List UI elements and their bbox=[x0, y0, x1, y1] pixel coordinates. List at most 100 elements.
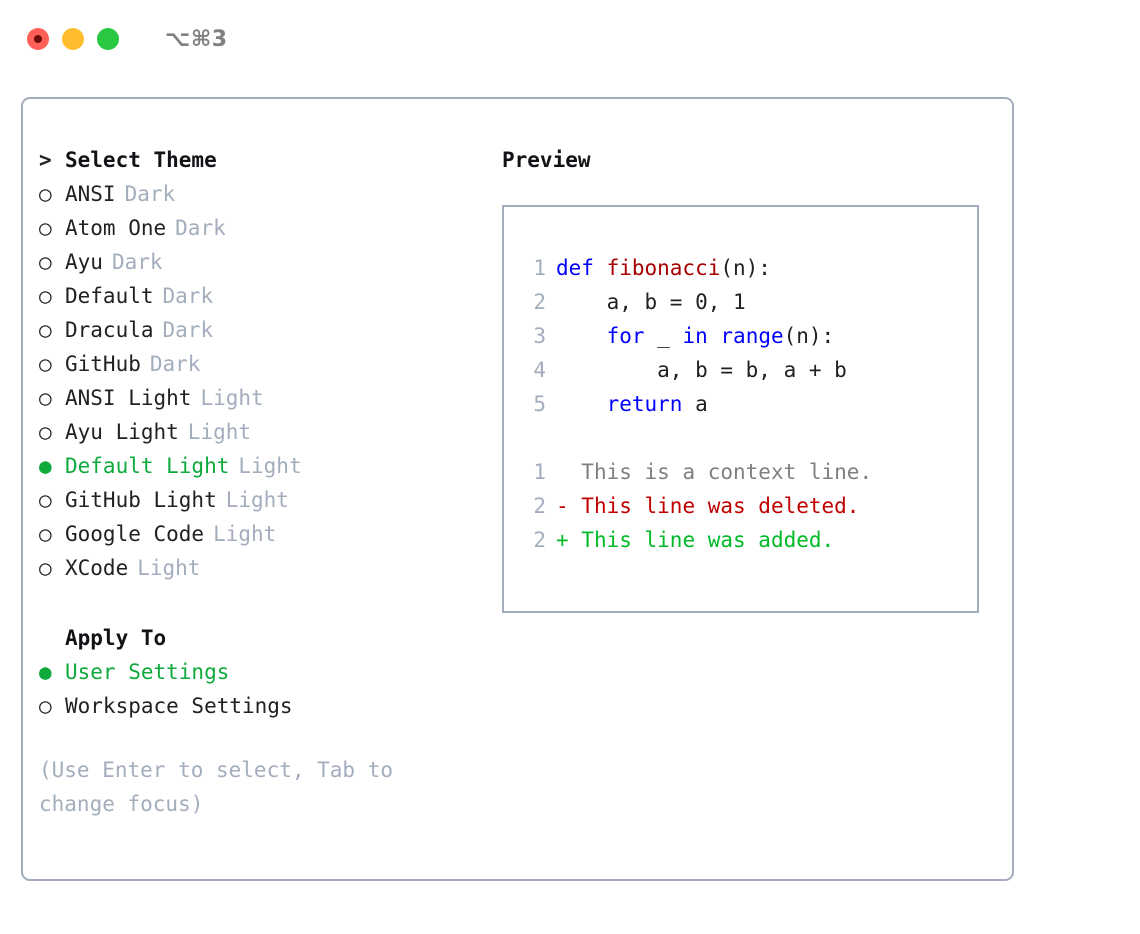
theme-variant-tag: Dark bbox=[162, 318, 214, 342]
apply-to-label: Workspace Settings bbox=[65, 694, 293, 718]
theme-name-label: ANSI Light bbox=[65, 386, 192, 410]
radio-unselected-icon: ○ bbox=[39, 318, 52, 342]
code-token: _ bbox=[644, 324, 683, 348]
title-bar: ⌥⌘3 bbox=[0, 0, 1140, 78]
focus-caret-icon: > bbox=[39, 148, 52, 172]
apply-to-list-item[interactable]: ● User Settings bbox=[39, 655, 469, 689]
section-spacer bbox=[39, 585, 469, 621]
minimize-button[interactable] bbox=[62, 28, 84, 50]
diff-text: This line was deleted. bbox=[581, 494, 860, 518]
radio-selected-icon: ● bbox=[39, 454, 52, 478]
diff-line-number: 2 bbox=[533, 494, 546, 518]
close-button[interactable] bbox=[27, 28, 49, 50]
select-theme-header: > Select Theme bbox=[39, 143, 469, 177]
theme-name-label: XCode bbox=[65, 556, 129, 580]
diff-text: This line was added. bbox=[581, 528, 835, 552]
preview-title: Preview bbox=[502, 148, 591, 172]
theme-name-label: GitHub bbox=[65, 352, 141, 376]
theme-name-label: Default Light bbox=[65, 454, 230, 478]
diff-text: This is a context line. bbox=[581, 460, 873, 484]
radio-unselected-icon: ○ bbox=[39, 556, 52, 580]
close-icon bbox=[34, 35, 42, 43]
diff-line: 2+ This line was added. bbox=[518, 523, 977, 557]
theme-list-item[interactable]: ● Default Light Light bbox=[39, 449, 469, 483]
radio-unselected-icon: ○ bbox=[39, 386, 52, 410]
theme-list-item[interactable]: ○ Ayu Light Light bbox=[39, 415, 469, 449]
radio-unselected-icon: ○ bbox=[39, 284, 52, 308]
code-token: in bbox=[682, 324, 708, 348]
hint-spacer bbox=[39, 723, 469, 753]
code-token: for bbox=[606, 324, 645, 348]
code-token: return bbox=[606, 392, 683, 416]
diff-prefix: - bbox=[556, 494, 582, 518]
code-token bbox=[556, 392, 607, 416]
radio-unselected-icon: ○ bbox=[39, 420, 52, 444]
radio-unselected-icon: ○ bbox=[39, 250, 52, 274]
code-token bbox=[556, 324, 607, 348]
theme-name-label: Default bbox=[65, 284, 154, 308]
code-line-number: 4 bbox=[533, 358, 546, 382]
keyboard-shortcut-label: ⌥⌘3 bbox=[165, 26, 228, 52]
code-diff-spacer bbox=[518, 421, 977, 455]
diff-line-number: 1 bbox=[533, 460, 546, 484]
code-token: range bbox=[720, 324, 784, 348]
code-line: 4 a, b = b, a + b bbox=[518, 353, 977, 387]
code-line: 2 a, b = 0, 1 bbox=[518, 285, 977, 319]
radio-selected-icon: ● bbox=[39, 660, 52, 684]
radio-unselected-icon: ○ bbox=[39, 488, 52, 512]
maximize-button[interactable] bbox=[97, 28, 119, 50]
theme-name-label: Dracula bbox=[65, 318, 154, 342]
radio-unselected-icon: ○ bbox=[39, 216, 52, 240]
code-line: 3 for _ in range(n): bbox=[518, 319, 977, 353]
theme-name-label: ANSI bbox=[65, 182, 116, 206]
keyboard-hint-text: (Use Enter to select, Tab to change focu… bbox=[39, 758, 406, 816]
theme-variant-tag: Light bbox=[238, 454, 302, 478]
diff-line: 1 This is a context line. bbox=[518, 455, 977, 489]
theme-list-item[interactable]: ○ XCode Light bbox=[39, 551, 469, 585]
code-token: fibonacci bbox=[606, 256, 721, 280]
theme-variant-tag: Light bbox=[137, 556, 201, 580]
theme-variant-tag: Dark bbox=[162, 284, 214, 308]
theme-variant-tag: Dark bbox=[124, 182, 176, 206]
code-line-number: 2 bbox=[533, 290, 546, 314]
code-token: def bbox=[556, 256, 607, 280]
theme-variant-tag: Dark bbox=[111, 250, 163, 274]
theme-variant-tag: Light bbox=[225, 488, 289, 512]
window-controls bbox=[27, 28, 119, 50]
theme-variant-tag: Dark bbox=[149, 352, 201, 376]
diff-prefix bbox=[556, 460, 581, 484]
apply-to-header: Apply To bbox=[39, 621, 469, 655]
diff-prefix: + bbox=[556, 528, 582, 552]
code-line: 5 return a bbox=[518, 387, 977, 421]
code-line-number: 1 bbox=[533, 256, 546, 280]
theme-name-label: Atom One bbox=[65, 216, 167, 240]
apply-to-list: ● User Settings ○Workspace Settings bbox=[39, 655, 469, 723]
radio-unselected-icon: ○ bbox=[39, 522, 52, 546]
theme-list-item[interactable]: ○ ANSI Light Light bbox=[39, 381, 469, 415]
theme-list-item[interactable]: ○ Dracula Dark bbox=[39, 313, 469, 347]
theme-name-label: Ayu Light bbox=[65, 420, 179, 444]
code-token: (n): bbox=[783, 324, 835, 348]
apply-to-list-item[interactable]: ○Workspace Settings bbox=[39, 689, 469, 723]
theme-variant-tag: Light bbox=[187, 420, 252, 444]
apply-to-label: User Settings bbox=[65, 660, 230, 684]
theme-list-item[interactable]: ○ Default Dark bbox=[39, 279, 469, 313]
code-token: (n): bbox=[720, 256, 771, 280]
select-theme-title: Select Theme bbox=[65, 148, 217, 172]
focus-caret-placeholder-icon bbox=[39, 621, 65, 655]
theme-variant-tag: Light bbox=[200, 386, 264, 410]
code-token: a, b = b, a + b bbox=[556, 358, 847, 382]
